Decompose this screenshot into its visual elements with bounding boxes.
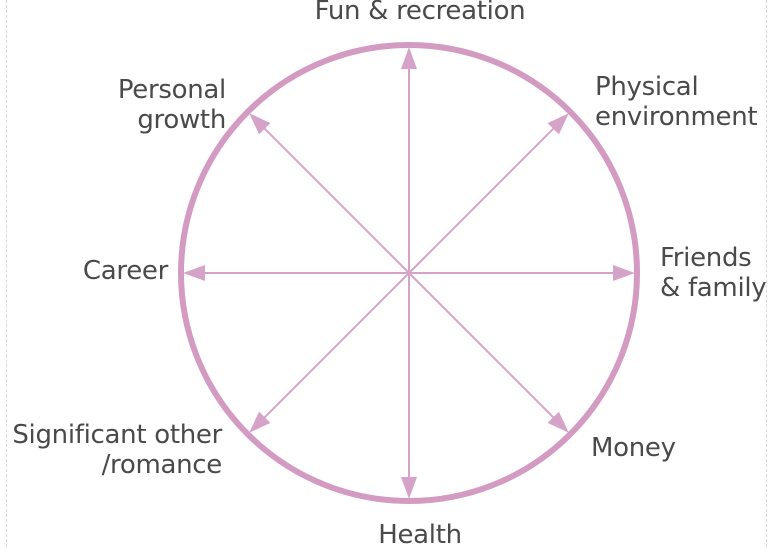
label-personal-growth: Personal growth — [118, 75, 226, 135]
spoke-fun-recreation-arrowhead — [401, 47, 417, 69]
left-border-divider — [6, 0, 7, 547]
label-physical-environment: Physical environment — [595, 72, 758, 132]
label-personal-growth-line-1: Personal — [117, 75, 226, 105]
label-career-line-1: Career — [82, 256, 168, 286]
label-health-line-1: Health — [378, 520, 462, 550]
label-significant-other-line-1: Significant other — [12, 420, 222, 450]
label-fun-recreation: Fun & recreation — [0, 0, 772, 26]
label-significant-other-line-2: /romance — [101, 450, 223, 480]
label-money: Money — [591, 433, 676, 463]
spoke-personal-growth-arrowhead — [249, 113, 271, 135]
spoke-money-arrowhead — [547, 411, 569, 433]
right-border-divider — [766, 0, 767, 547]
label-health: Health — [0, 520, 772, 550]
label-money-line-1: Money — [591, 433, 676, 463]
spoke-career-arrowhead — [183, 265, 205, 281]
spokes-group — [183, 47, 635, 499]
label-significant-other: Significant other /romance — [12, 420, 222, 480]
label-personal-growth-line-2: growth — [137, 105, 226, 135]
spoke-significant-other — [262, 272, 410, 420]
label-fun-recreation-line-1: Fun & recreation — [314, 0, 526, 26]
spoke-personal-growth — [262, 126, 410, 274]
label-friends-family-line-2: & family — [660, 273, 767, 303]
label-physical-environment-line-1: Physical — [595, 72, 699, 102]
spoke-physical-environment-arrowhead — [547, 113, 569, 135]
spoke-significant-other-arrowhead — [249, 411, 271, 433]
label-friends-family: Friends & family — [660, 243, 767, 303]
spoke-money — [408, 272, 556, 420]
outer-circle — [178, 42, 640, 504]
spoke-friends-family-arrowhead — [613, 265, 635, 281]
label-friends-family-line-1: Friends — [660, 243, 752, 273]
spoke-physical-environment — [408, 126, 556, 274]
label-career: Career — [83, 256, 168, 286]
spoke-health-arrowhead — [401, 477, 417, 499]
label-physical-environment-line-2: environment — [595, 102, 758, 132]
